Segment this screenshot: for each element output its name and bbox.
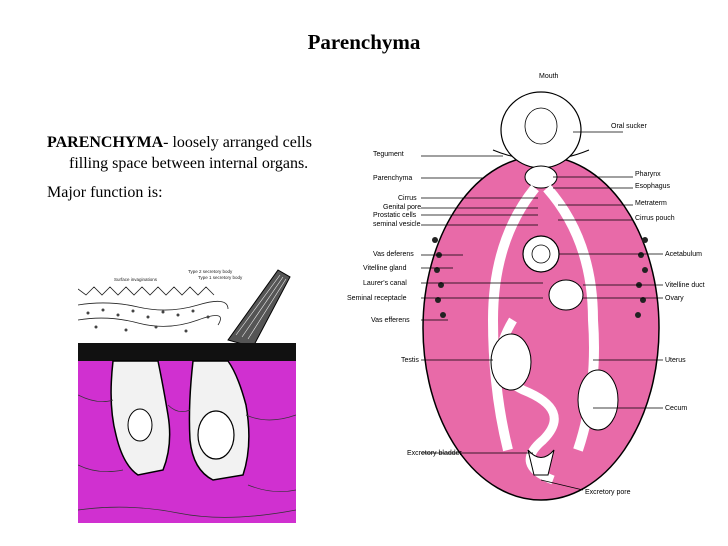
acetabulum	[522, 235, 560, 273]
label-laurers-canal: Laurer's canal	[363, 280, 407, 287]
slide-title: Parenchyma	[307, 30, 421, 54]
cecum-left	[487, 184, 539, 452]
label-surface-invaginations: Surface invaginations	[114, 277, 158, 282]
definition-paragraph: PARENCHYMA- loosely arranged cells filli…	[47, 132, 322, 174]
label-prostatic-cells: Prostatic cells	[373, 212, 417, 219]
testis-posterior	[577, 369, 619, 431]
basal-lamina	[78, 343, 296, 361]
label-pharynx: Pharynx	[635, 171, 661, 178]
major-function-text: Major function is:	[47, 184, 163, 201]
label-testis: Testis	[401, 357, 419, 364]
label-vas-efferens: Vas efferens	[371, 317, 410, 324]
label-genital-pore: Genital pore	[383, 204, 421, 211]
label-esophagus: Esophagus	[635, 183, 671, 190]
label-vas-deferens: Vas deferens	[373, 251, 414, 258]
label-ovary: Ovary	[665, 295, 684, 302]
label-type1-secretory: Type 1 secretory body	[198, 275, 243, 280]
mouth	[524, 107, 558, 145]
label-uterus: Uterus	[665, 357, 686, 364]
testis-anterior	[490, 333, 532, 391]
label-vitelline-duct: Vitelline duct	[665, 282, 705, 289]
label-cirrus: Cirrus	[398, 195, 417, 202]
label-tegument: Tegument	[373, 151, 404, 158]
label-oral-sucker: Oral sucker	[611, 123, 647, 130]
cell-nucleus	[197, 410, 235, 460]
term-parenchyma: PARENCHYMA	[47, 134, 164, 151]
cell-nucleus	[127, 408, 153, 442]
label-vitelline-gland: Vitelline gland	[363, 265, 407, 272]
label-parenchyma: Parenchyma	[373, 175, 412, 182]
label-metraterm: Metraterm	[635, 200, 667, 207]
label-type2-secretory: Type 2 secretory body	[188, 269, 233, 274]
slide-body: PARENCHYMA- loosely arranged cells filli…	[47, 132, 322, 211]
body-parenchyma	[422, 155, 660, 501]
parenchyma-tissue	[78, 345, 296, 523]
tegument-section-figure: Surface invaginations Type 2 secretory b…	[78, 269, 296, 523]
tegument-granules	[86, 308, 210, 333]
definition-text: - loosely arranged cells filling space b…	[69, 134, 312, 172]
acetabulum-inner	[531, 244, 551, 264]
tissue-strands	[78, 394, 296, 518]
spine-striations	[235, 274, 287, 340]
leader-lines	[421, 131, 663, 491]
label-mouth: Mouth	[539, 73, 559, 80]
ovary	[548, 279, 584, 311]
pharynx	[524, 165, 558, 189]
label-acetabulum: Acetabulum	[665, 251, 702, 258]
microvilli	[78, 286, 229, 327]
label-seminal-vesicle: seminal vesicle	[373, 221, 421, 228]
excretory-bladder	[527, 449, 555, 476]
label-excretory-bladder: Excretory bladder	[407, 450, 463, 457]
label-cirrus-pouch: Cirrus pouch	[635, 215, 675, 222]
label-excretory-pore: Excretory pore	[585, 489, 631, 496]
label-cecum: Cecum	[665, 405, 687, 412]
fluke-anatomy-figure: Mouth Oral sucker Pharynx Esophagus Metr…	[347, 73, 705, 501]
label-seminal-receptacle: Seminal receptacle	[347, 295, 407, 302]
